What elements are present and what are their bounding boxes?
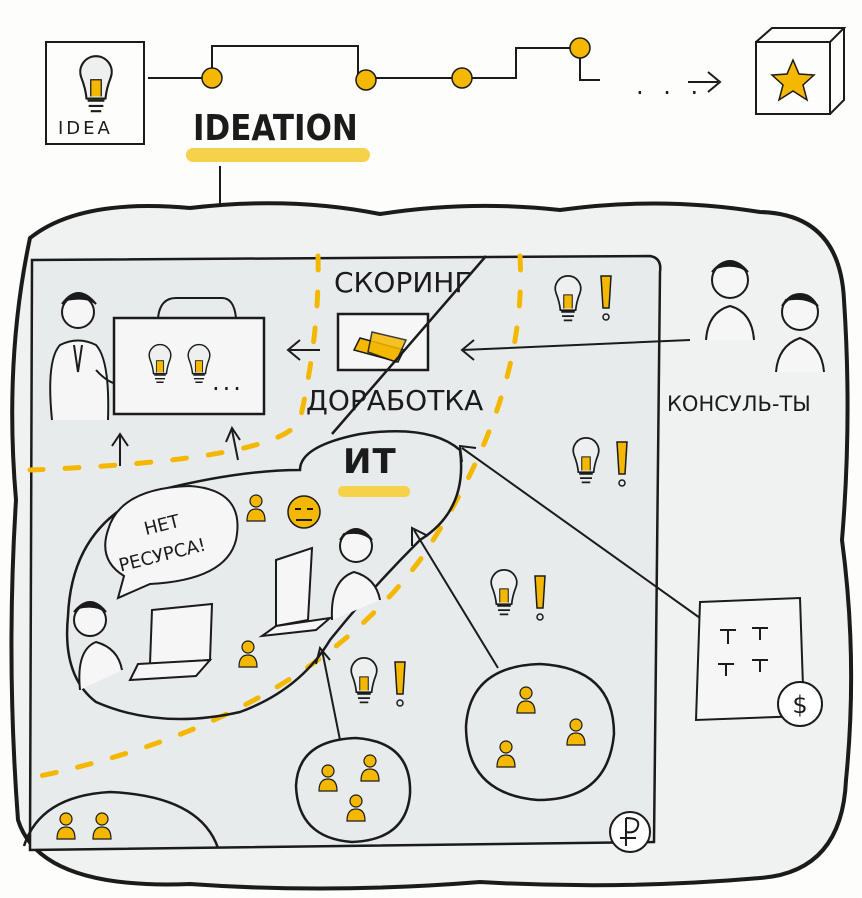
developer-right (258, 528, 381, 638)
idea-box (45, 41, 145, 145)
star-icon (770, 58, 816, 102)
timeline (45, 27, 847, 145)
team-group-right (464, 662, 616, 802)
presenter (49, 292, 129, 421)
goal-box (755, 41, 831, 115)
developer-left (73, 601, 214, 691)
idea-label: IDEA (58, 118, 113, 139)
neutral-face-icon (287, 495, 321, 529)
ideation-underline (186, 148, 370, 162)
timeline-ellipsis: . . . (636, 72, 705, 100)
idea-portfolio (112, 297, 266, 416)
timeline-milestones (201, 37, 591, 91)
it-zone (65, 429, 463, 721)
svg-text:$: $ (792, 691, 807, 719)
dashed-boundaries (27, 253, 524, 779)
dollar-icon: $ (777, 681, 823, 727)
ruble-icon (609, 811, 651, 853)
arrows (111, 339, 701, 741)
tools-icon (336, 312, 430, 372)
rework-label: ДОРАБОТКА (306, 384, 484, 417)
it-underline (338, 486, 410, 497)
strike-line (331, 255, 487, 435)
speech-bubble (104, 484, 239, 600)
lightbulb-icon (79, 55, 113, 113)
consultants-label: КОНСУЛЬ-ТЫ (667, 392, 811, 416)
more-ideas-dots: ... (212, 368, 244, 396)
team-group-left (22, 790, 220, 849)
team-group-center (294, 736, 412, 844)
scoring-label: СКОРИНГ (334, 266, 472, 299)
ideation-title: IDEATION (193, 108, 358, 149)
consultants (705, 260, 825, 373)
it-label: ИТ (343, 442, 397, 482)
